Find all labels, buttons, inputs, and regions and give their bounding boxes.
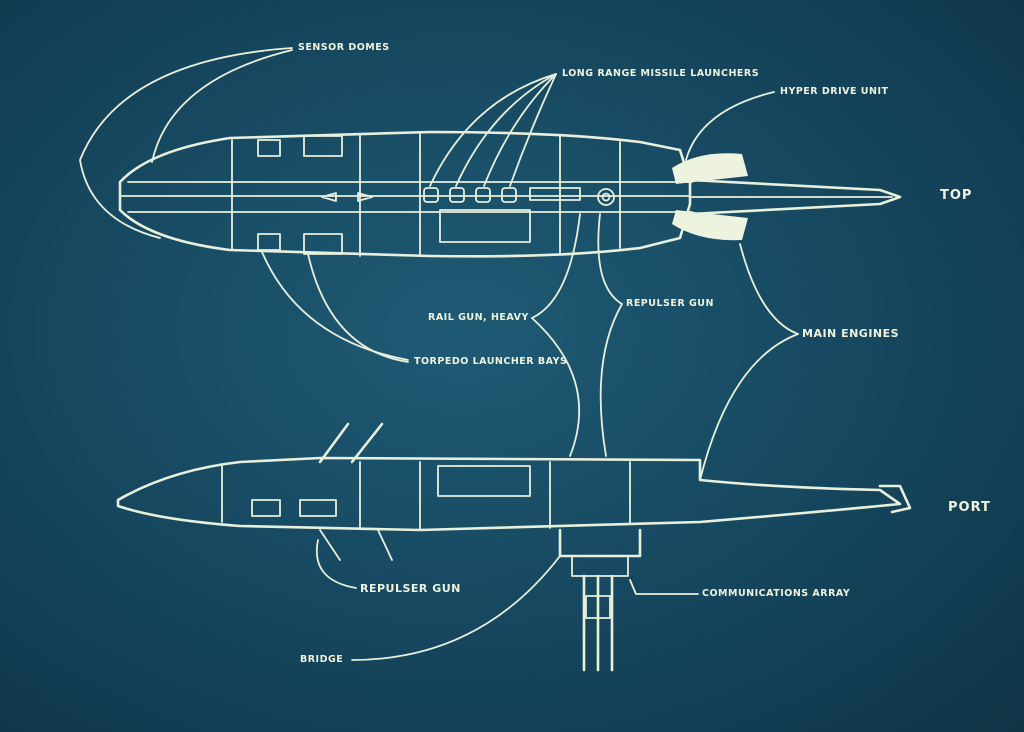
port-view-ship bbox=[116, 422, 912, 672]
label-repulser-gun-top: REPULSER GUN bbox=[626, 298, 714, 309]
label-communications-array: COMMUNICATIONS ARRAY bbox=[702, 588, 851, 599]
label-repulser-gun-port: REPULSER GUN bbox=[360, 582, 461, 595]
label-long-range-missile-launchers: LONG RANGE MISSILE LAUNCHERS bbox=[562, 68, 760, 79]
callout-leaders bbox=[79, 47, 799, 661]
view-label-port: PORT bbox=[948, 500, 991, 515]
label-bridge: BRIDGE bbox=[300, 654, 344, 665]
label-main-engines: MAIN ENGINES bbox=[802, 327, 900, 340]
top-view-ship bbox=[118, 130, 902, 258]
label-torpedo-launcher-bays: TORPEDO LAUNCHER BAYS bbox=[414, 356, 568, 367]
view-label-top: TOP bbox=[940, 188, 973, 203]
label-sensor-domes: SENSOR DOMES bbox=[298, 42, 390, 53]
label-hyper-drive-unit: HYPER DRIVE UNIT bbox=[780, 86, 889, 97]
label-rail-gun-heavy: RAIL GUN, HEAVY bbox=[428, 312, 529, 323]
